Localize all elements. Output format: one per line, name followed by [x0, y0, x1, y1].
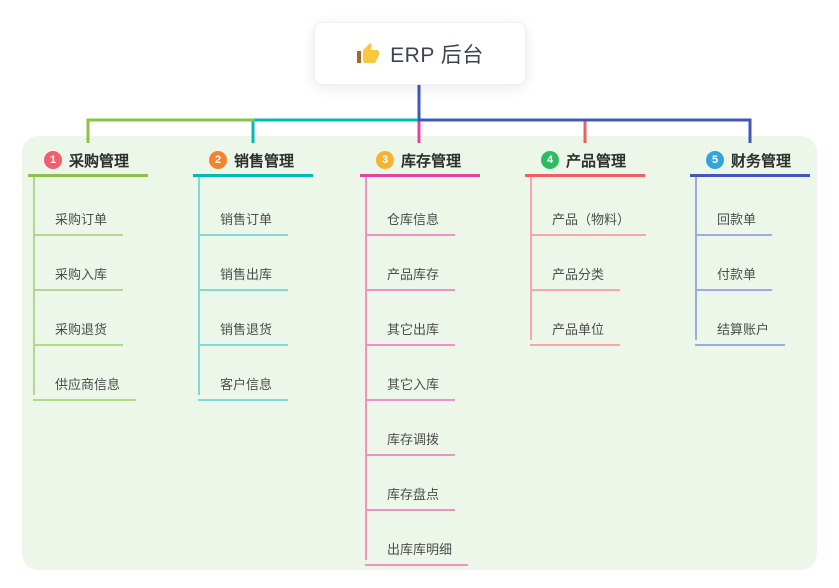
child-node[interactable]: 产品库存	[365, 253, 456, 291]
child-node[interactable]: 仓库信息	[365, 198, 456, 236]
branch-header-5[interactable]: 5 财务管理	[690, 146, 810, 177]
branch-header-1[interactable]: 1 采购管理	[28, 146, 148, 177]
child-node[interactable]: 回款单	[695, 198, 773, 236]
root-title: ERP 后台	[390, 43, 484, 67]
child-node[interactable]: 其它入库	[365, 363, 456, 401]
branch-number-badge: 4	[541, 151, 559, 169]
child-node[interactable]: 结算账户	[695, 308, 786, 346]
child-node[interactable]: 付款单	[695, 253, 773, 291]
branch-number-badge: 1	[44, 151, 62, 169]
child-node[interactable]: 客户信息	[198, 363, 289, 401]
child-node[interactable]: 出库库明细	[365, 528, 469, 566]
child-node[interactable]: 销售出库	[198, 253, 289, 291]
branch-label: 采购管理	[69, 152, 130, 170]
child-node[interactable]: 销售退货	[198, 308, 289, 346]
branch-number-badge: 2	[209, 151, 227, 169]
child-node[interactable]: 采购入库	[33, 253, 124, 291]
connector-root-branch-5	[417, 83, 752, 143]
branch-number-badge: 5	[706, 151, 724, 169]
branch-label: 销售管理	[234, 152, 295, 170]
child-node[interactable]: 供应商信息	[33, 363, 137, 401]
branches-background-panel	[22, 136, 817, 570]
branch-child-line	[530, 177, 532, 340]
thumbs-up-icon	[357, 42, 380, 63]
branch-child-line	[695, 177, 697, 340]
branch-header-2[interactable]: 2 销售管理	[193, 146, 313, 177]
branch-child-line	[198, 177, 200, 395]
branch-header-4[interactable]: 4 产品管理	[525, 146, 645, 177]
child-node[interactable]: 采购退货	[33, 308, 124, 346]
root-node-erp[interactable]: ERP 后台	[314, 22, 526, 85]
child-node[interactable]: 产品单位	[530, 308, 621, 346]
branch-label: 财务管理	[731, 152, 792, 170]
child-node[interactable]: 产品分类	[530, 253, 621, 291]
branch-label: 库存管理	[401, 152, 462, 170]
branch-child-line	[365, 177, 367, 560]
child-node[interactable]: 其它出库	[365, 308, 456, 346]
branch-label: 产品管理	[566, 152, 627, 170]
child-node[interactable]: 库存调拨	[365, 418, 456, 456]
child-node[interactable]: 库存盘点	[365, 473, 456, 511]
branch-header-3[interactable]: 3 库存管理	[360, 146, 480, 177]
child-node[interactable]: 采购订单	[33, 198, 124, 236]
child-node[interactable]: 销售订单	[198, 198, 289, 236]
child-node[interactable]: 产品（物料）	[530, 198, 647, 236]
branch-number-badge: 3	[376, 151, 394, 169]
branch-child-line	[33, 177, 35, 395]
